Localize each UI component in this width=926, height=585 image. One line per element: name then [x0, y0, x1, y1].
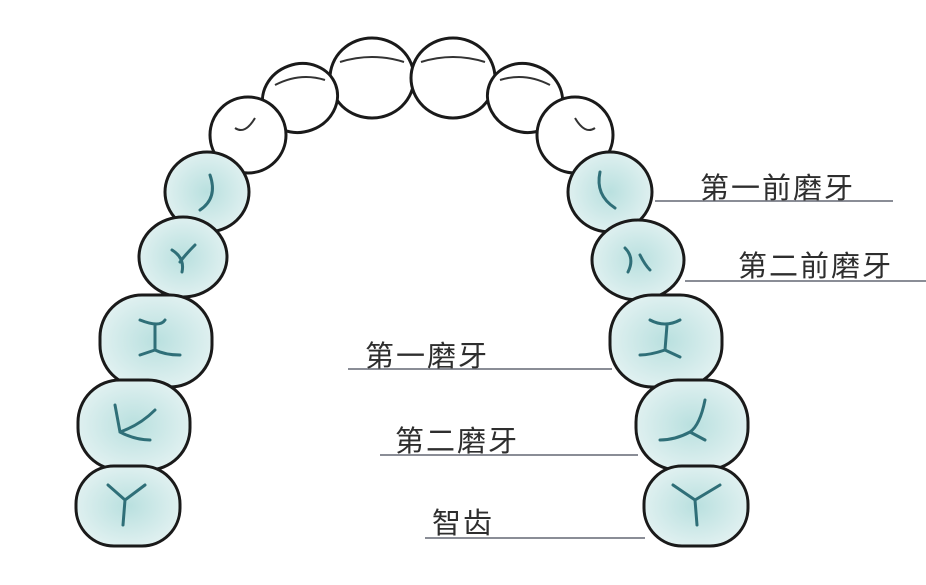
left-wisdom-tooth: [74, 464, 182, 548]
right-second-premolar: [590, 218, 686, 302]
leader-line-second-molar: [380, 454, 638, 456]
label-first-molar: 第一磨牙: [365, 339, 490, 373]
label-second-molar: 第二磨牙: [395, 424, 520, 458]
right-second-molar: [634, 378, 750, 472]
leader-line-first-premolar: [655, 200, 893, 202]
groove-marks: [106, 170, 722, 527]
label-second-premolar: 第二前磨牙: [738, 249, 894, 283]
left-central-incisor: [328, 36, 416, 120]
leader-line-wisdom-tooth: [425, 537, 645, 539]
leader-line-first-molar: [348, 368, 612, 370]
left-canine: [208, 95, 288, 175]
label-first-premolar: 第一前磨牙: [700, 171, 856, 205]
leader-line-second-premolar: [685, 280, 926, 282]
label-wisdom-tooth: 智齿: [432, 506, 495, 540]
right-central-incisor: [409, 36, 497, 120]
